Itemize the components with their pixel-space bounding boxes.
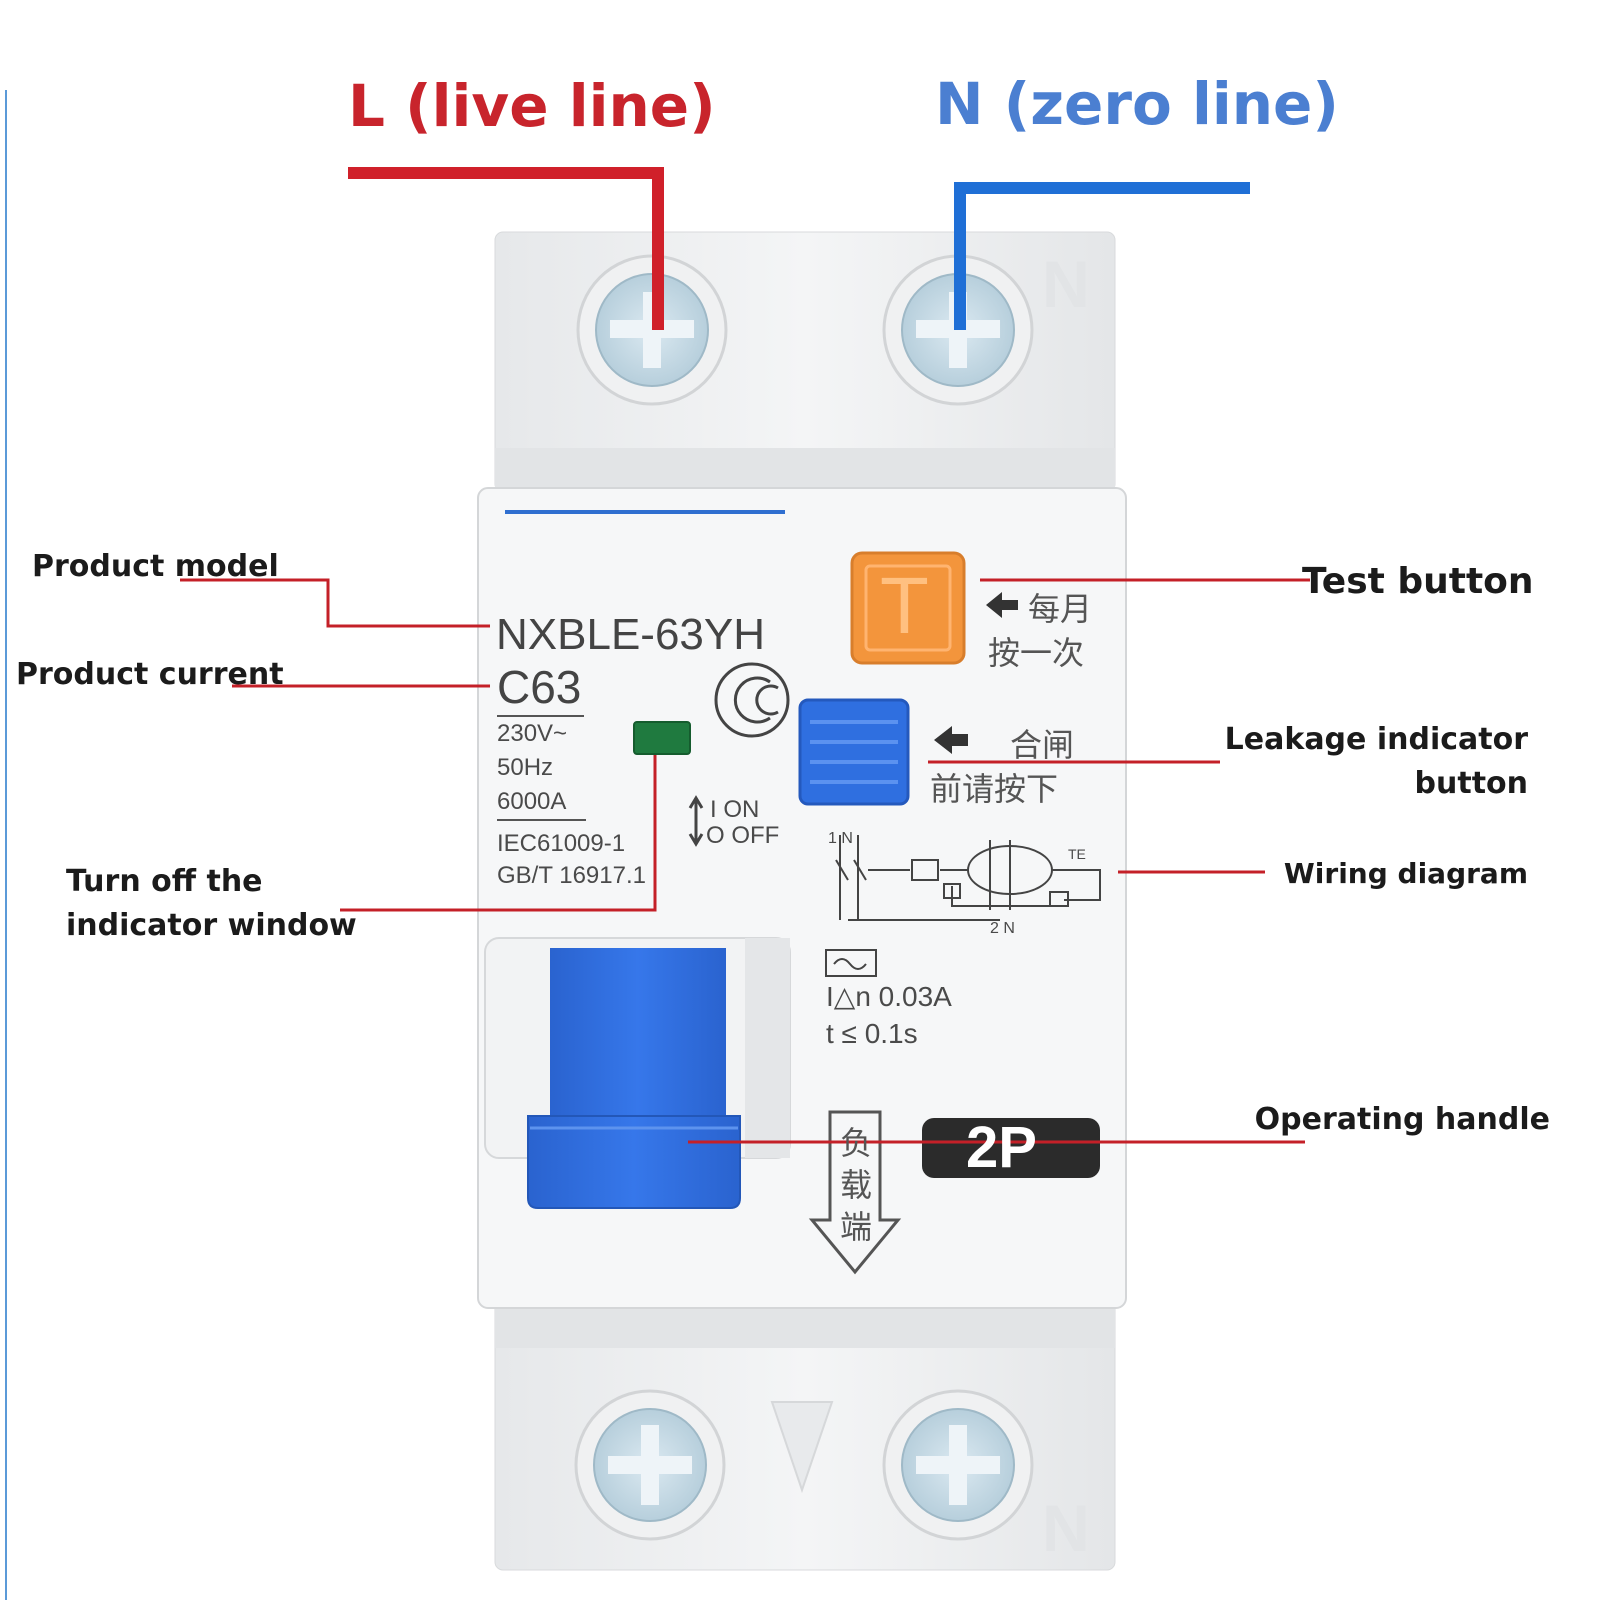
callout-leakage-line1: Leakage indicator xyxy=(1224,722,1528,757)
voltage-text: 230V~ xyxy=(497,720,568,747)
zero-wire xyxy=(954,182,1250,330)
arrow-left-icon xyxy=(934,726,968,754)
screw-bottom-right[interactable] xyxy=(882,1389,1034,1541)
operating-handle[interactable] xyxy=(527,948,741,1209)
screw-bottom-left[interactable] xyxy=(574,1389,726,1541)
test-note-line2: 按一次 xyxy=(988,634,1085,672)
on-off-arrows-icon xyxy=(688,795,704,847)
callout-line-product-model xyxy=(180,578,490,628)
arrow-left-icon xyxy=(986,592,1018,618)
poles-badge xyxy=(922,1118,1100,1178)
callout-lines xyxy=(180,578,1310,1144)
product-model-text: NXBLE-63YH xyxy=(496,610,766,659)
indicator-window xyxy=(633,721,691,755)
neutral-mark-top: N xyxy=(1042,247,1090,321)
callout-test-button: Test button xyxy=(1302,561,1534,602)
callout-indicator-window-line2: indicator window xyxy=(66,908,357,943)
certification-mark-icon xyxy=(714,662,790,738)
leakage-indicator-button[interactable] xyxy=(798,698,910,806)
callout-wiring-diagram: Wiring diagram xyxy=(1283,857,1528,890)
ac-symbol-icon xyxy=(825,949,877,977)
load-side-arrow-icon xyxy=(808,1110,902,1275)
test-button[interactable] xyxy=(850,551,966,665)
reset-note-line2: 前请按下 xyxy=(930,770,1059,808)
trip-time-text: t ≤ 0.1s xyxy=(826,1018,918,1049)
poles-text: 2P xyxy=(966,1115,1037,1180)
live-wire xyxy=(348,167,664,330)
standard-text-2: GB/T 16917.1 xyxy=(497,862,646,889)
off-label: O OFF xyxy=(706,822,780,849)
load-side-char-2: 载 xyxy=(840,1166,873,1204)
product-current-text: C63 xyxy=(497,661,582,713)
callout-product-current: Product current xyxy=(16,657,284,692)
callout-line-indicator-window xyxy=(340,755,657,912)
load-side-char-3: 端 xyxy=(840,1208,873,1246)
test-note-line1: 每月 xyxy=(1028,590,1093,628)
diagram-top-label: 1 N xyxy=(828,830,853,847)
callout-product-model: Product model xyxy=(32,549,279,584)
diagram-te-label: TE xyxy=(1068,846,1086,862)
callout-operating-handle: Operating handle xyxy=(1254,1102,1550,1137)
callout-leakage-line2: button xyxy=(1414,766,1528,801)
wiring-diagram xyxy=(835,835,1101,921)
test-key-letter: T xyxy=(880,561,929,650)
zero-line-label: N (zero line) xyxy=(935,70,1339,138)
load-side-char-1: 负 xyxy=(840,1124,873,1162)
reset-note-line1: 合闸 xyxy=(1010,726,1075,764)
diagram-bottom-label: 2 N xyxy=(990,920,1015,937)
capacity-text: 6000A xyxy=(497,788,567,815)
callout-indicator-window-line1: Turn off the xyxy=(66,864,263,899)
standard-text-1: IEC61009-1 xyxy=(497,830,626,857)
direction-triangle-icon xyxy=(770,1401,834,1494)
neutral-mark-bottom: N xyxy=(1042,1491,1090,1565)
residual-current-text: I△n 0.03A xyxy=(826,981,952,1012)
frequency-text: 50Hz xyxy=(497,754,554,781)
live-line-label: L (live line) xyxy=(348,72,716,140)
on-label: I ON xyxy=(710,796,760,823)
